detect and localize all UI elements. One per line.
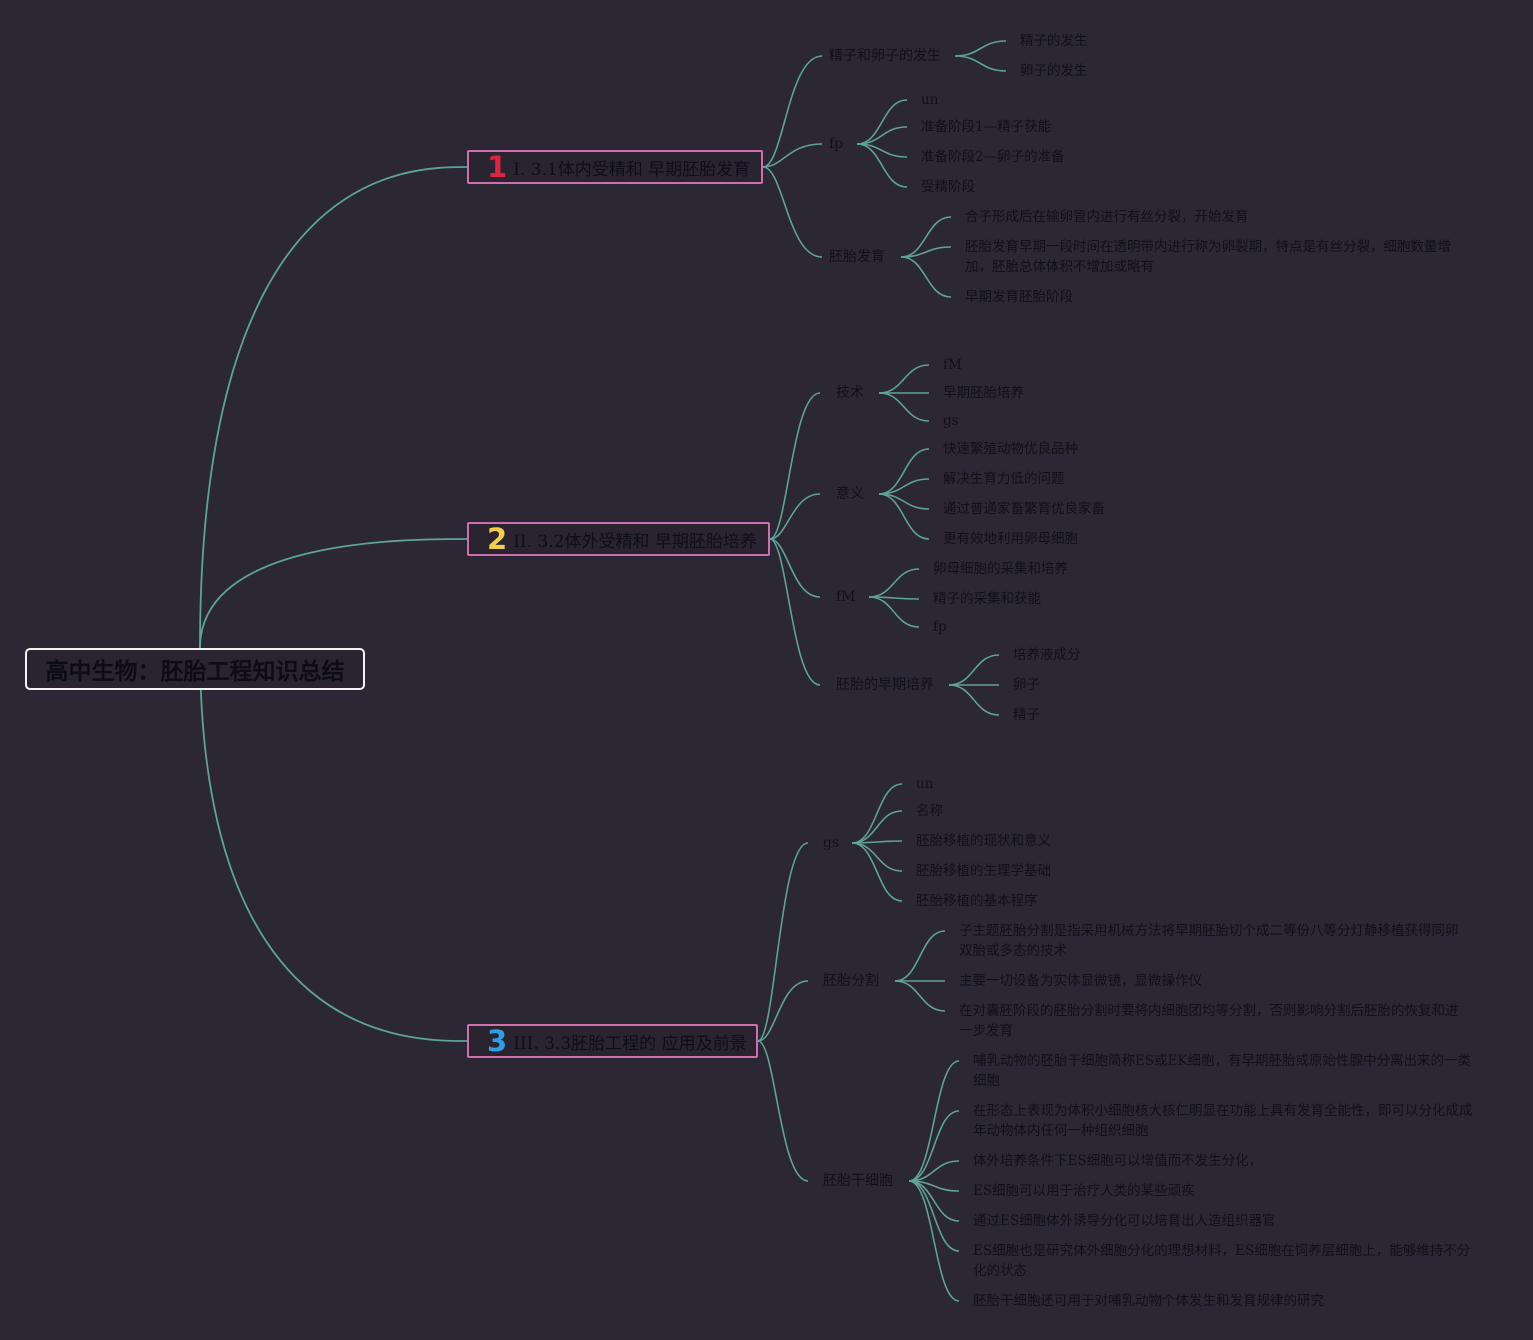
subtopic[interactable]: 胚胎发育 bbox=[829, 249, 885, 265]
leaf-connector bbox=[878, 448, 930, 495]
sub-connector bbox=[757, 1040, 809, 1182]
leaf-topic[interactable]: fM bbox=[943, 357, 962, 373]
leaf-topic[interactable]: 胚胎移植的生理学基础 bbox=[916, 863, 1051, 879]
leaf-connector bbox=[900, 246, 952, 258]
leaf-topic[interactable]: 主要一切设备为实体显微镜，显微操作仪 bbox=[959, 973, 1202, 989]
main-topic-label: I. 3.1体内受精和 早期胚胎发育 bbox=[513, 159, 751, 180]
subtopic[interactable]: 胚胎干细胞 bbox=[823, 1173, 893, 1189]
leaf-connector bbox=[954, 40, 1007, 57]
subtopic[interactable]: 意义 bbox=[836, 486, 864, 502]
leaf-topic[interactable]: 卵母细胞的采集和培养 bbox=[933, 561, 1068, 577]
main-topic-label: II. 3.2体外受精和 早期胚胎培养 bbox=[513, 531, 757, 552]
leaf-topic[interactable]: fp bbox=[933, 619, 947, 635]
leaf-topic[interactable]: 卵子的发生 bbox=[1020, 63, 1088, 79]
leaf-connector bbox=[851, 810, 903, 844]
leaf-topic[interactable]: 精子 bbox=[1013, 707, 1040, 723]
leaf-connector bbox=[908, 1060, 960, 1182]
sub-connector bbox=[762, 166, 823, 258]
leaf-topic[interactable]: 在对囊胚阶段的胚胎分割时要将内细胞团均等分割，否则影响分割后胚胎的恢复和进一步发… bbox=[959, 1003, 1459, 1039]
leaf-connector bbox=[894, 930, 946, 982]
subtopic[interactable]: 胚胎分割 bbox=[823, 973, 879, 989]
sub-connector bbox=[762, 55, 823, 168]
main-connector bbox=[199, 538, 468, 649]
leaf-topic[interactable]: 哺乳动物的胚胎干细胞简称ES或EK细胞，有早期胚胎或原始性腺中分离出来的一类细胞 bbox=[973, 1053, 1472, 1089]
leaf-topic[interactable]: 胚胎移植的现状和意义 bbox=[916, 833, 1051, 849]
subtopic[interactable]: 精子和卵子的发生 bbox=[829, 48, 941, 64]
sub-connector bbox=[769, 538, 821, 598]
leaf-topic[interactable]: 早期发育胚胎阶段 bbox=[965, 289, 1073, 305]
root-topic[interactable]: 高中生物：胚胎工程知识总结 bbox=[25, 648, 365, 690]
subtopic[interactable]: 技术 bbox=[836, 385, 864, 401]
leaf-topic[interactable]: 名称 bbox=[916, 803, 943, 819]
leaf-topic[interactable]: 早期胚胎培养 bbox=[943, 385, 1024, 401]
leaf-topic[interactable]: 合子形成后在输卵管内进行有丝分裂，开始发育 bbox=[965, 209, 1249, 225]
sub-connector bbox=[757, 980, 809, 1042]
sub-connector bbox=[769, 392, 821, 540]
number-badge-icon: 1 bbox=[487, 150, 508, 184]
leaf-topic[interactable]: 准备阶段2—卵子的准备 bbox=[921, 149, 1065, 165]
leaf-connector bbox=[948, 654, 1000, 686]
number-badge-icon: 3 bbox=[487, 1024, 508, 1058]
leaf-connector bbox=[948, 684, 1000, 716]
leaf-connector bbox=[878, 392, 930, 422]
sub-connector bbox=[757, 842, 809, 1042]
main-connector bbox=[199, 647, 468, 1042]
leaf-topic[interactable]: 受精阶段 bbox=[921, 179, 975, 195]
main-topic-label: III. 3.3胚胎工程的 应用及前景 bbox=[513, 1033, 747, 1054]
leaf-topic[interactable]: 精子的发生 bbox=[1020, 33, 1088, 49]
leaf-connector bbox=[908, 1180, 960, 1302]
sub-connector bbox=[769, 538, 821, 686]
leaf-topic[interactable]: ES细胞可以用于治疗人类的某些顽疾 bbox=[973, 1183, 1195, 1199]
sub-connector bbox=[762, 143, 823, 168]
leaf-connector bbox=[868, 596, 920, 628]
subtopic[interactable]: 胚胎的早期培养 bbox=[836, 677, 934, 693]
leaf-connector bbox=[900, 256, 952, 298]
leaf-topic[interactable]: ES细胞也是研究体外细胞分化的理想材料，ES细胞在饲养层细胞上，能够维持不分化的… bbox=[973, 1243, 1471, 1279]
root-topic-label: 高中生物：胚胎工程知识总结 bbox=[45, 659, 345, 685]
leaf-topic[interactable]: 在形态上表现为体积小细胞核大核仁明显在功能上具有发育全能性，即可以分化成成年动物… bbox=[973, 1103, 1473, 1139]
leaf-topic[interactable]: un bbox=[921, 92, 939, 108]
leaf-connector bbox=[868, 568, 920, 598]
leaf-connector bbox=[894, 980, 946, 1012]
leaf-connector bbox=[908, 1110, 960, 1182]
leaf-connector bbox=[856, 143, 908, 188]
leaf-connector bbox=[908, 1180, 960, 1252]
leaf-topic[interactable]: 子主题胚胎分割是指采用机械方法将早期胚胎切个成二等份八等分灯静移植获得同卵双胎或… bbox=[959, 923, 1459, 959]
leaf-connector bbox=[851, 842, 903, 872]
subtopic[interactable]: fp bbox=[829, 136, 844, 152]
leaf-topic[interactable]: gs bbox=[943, 413, 959, 429]
leaf-topic[interactable]: 精子的采集和获能 bbox=[933, 591, 1041, 607]
leaf-topic[interactable]: 培养液成分 bbox=[1013, 647, 1081, 663]
leaf-connector bbox=[908, 1160, 960, 1182]
subtopic[interactable]: fM bbox=[836, 589, 856, 605]
leaf-topic[interactable]: 胚胎移植的基本程序 bbox=[916, 893, 1038, 909]
leaf-connector bbox=[954, 55, 1007, 72]
leaf-connector bbox=[878, 493, 930, 540]
leaf-connector bbox=[851, 783, 903, 844]
main-connector bbox=[199, 166, 468, 649]
sub-connector bbox=[769, 493, 821, 540]
leaf-connector bbox=[856, 126, 908, 145]
leaf-topic[interactable]: 体外培养条件下ES细胞可以增值而不发生分化， bbox=[973, 1153, 1263, 1169]
leaf-topic[interactable]: 更有效地利用卵母细胞 bbox=[943, 531, 1078, 547]
leaf-topic[interactable]: 卵子 bbox=[1013, 677, 1040, 693]
leaf-topic[interactable]: 解决生育力低的问题 bbox=[943, 471, 1065, 487]
leaf-topic[interactable]: 胚胎干细胞还可用于对哺乳动物个体发生和发育规律的研究 bbox=[973, 1293, 1324, 1309]
leaf-connector bbox=[878, 364, 930, 394]
leaf-topic[interactable]: 胚胎发育早期一段时间在透明带内进行称为卵裂期，特点是有丝分裂，细胞数量增加，胚胎… bbox=[965, 239, 1451, 275]
leaf-connector bbox=[856, 99, 908, 145]
leaf-topic[interactable]: 快速繁殖动物优良品种 bbox=[943, 441, 1078, 457]
leaf-connector bbox=[851, 842, 903, 902]
number-badge-icon: 2 bbox=[487, 522, 508, 556]
subtopic[interactable]: gs bbox=[823, 835, 840, 851]
leaf-topic[interactable]: 通过普通家畜繁育优良家畜 bbox=[943, 501, 1105, 517]
leaf-topic[interactable]: un bbox=[916, 776, 934, 792]
leaf-topic[interactable]: 通过ES细胞体外诱导分化可以培育出人造组织器官 bbox=[973, 1213, 1276, 1229]
leaf-topic[interactable]: 准备阶段1—精子获能 bbox=[921, 119, 1052, 135]
leaf-connector bbox=[900, 216, 952, 258]
